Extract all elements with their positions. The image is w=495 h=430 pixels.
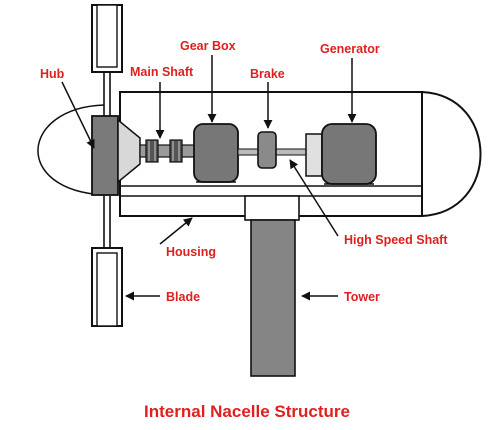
hub-label: Hub bbox=[40, 67, 65, 81]
hub-block bbox=[91, 115, 119, 196]
brake-label: Brake bbox=[250, 67, 285, 81]
tower-label: Tower bbox=[344, 290, 380, 304]
lower-blade bbox=[91, 196, 123, 327]
housing-label: Housing bbox=[166, 245, 216, 259]
tower bbox=[244, 195, 300, 377]
gear-box-label: Gear Box bbox=[180, 39, 236, 53]
brake-disc bbox=[257, 131, 277, 169]
main-shaft bbox=[139, 139, 197, 163]
high-speed-shaft-label: High Speed Shaft bbox=[344, 233, 448, 247]
main-shaft-cone bbox=[117, 118, 141, 184]
hub-arrow bbox=[61, 81, 95, 149]
blade-label: Blade bbox=[166, 290, 200, 304]
gear-box bbox=[193, 123, 239, 183]
generator bbox=[305, 123, 377, 185]
leader-arrows bbox=[61, 55, 357, 301]
generator-label: Generator bbox=[320, 42, 380, 56]
main-shaft-label: Main Shaft bbox=[130, 65, 194, 79]
high-speed-shaft-arrow bbox=[289, 159, 339, 237]
upper-blade bbox=[91, 4, 123, 118]
diagram-caption: Internal Nacelle Structure bbox=[144, 402, 350, 421]
housing-arrow bbox=[159, 217, 193, 245]
